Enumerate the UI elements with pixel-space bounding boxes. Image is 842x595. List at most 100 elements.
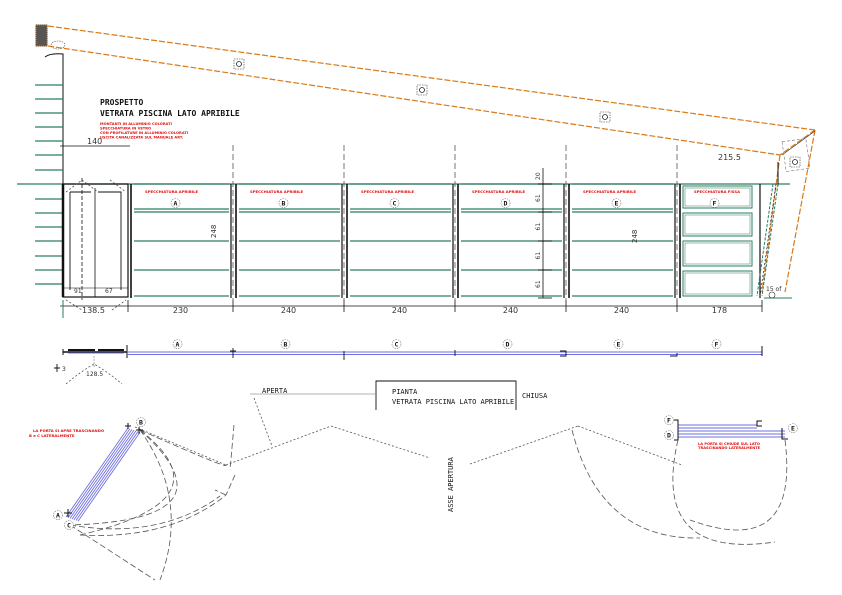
plan-strip-letter: B [280, 339, 291, 349]
plan-letter-b: B [136, 417, 146, 427]
glass-line [71, 429, 135, 520]
plan-strip-letter: A [172, 339, 183, 349]
fixing-icon [789, 156, 801, 168]
plan-subtitle: VETRATA PISCINA LATO APRIBILE [392, 398, 514, 406]
wall-section-hatch [35, 24, 48, 47]
panel-a: SPECCHIATURA APRIBILE A [130, 183, 232, 298]
panel-b: SPECCHIATURA APRIBILE B [235, 183, 343, 298]
panel-width-dim: 240 [281, 306, 296, 315]
panel-c: SPECCHIATURA APRIBILE C [346, 183, 454, 298]
left-note-2: B e C LATERALMENTE [29, 433, 75, 438]
panel-letter-circle: A [170, 198, 181, 208]
glass-line [67, 428, 131, 518]
plan-strip-letter: C [391, 339, 402, 349]
panel-width-dim: 178 [712, 306, 727, 315]
fixing-icon [599, 111, 611, 123]
right-note-1: LA PORTA SI CHIUDE SUL LATO [698, 442, 760, 446]
sloped-post: 15 of [756, 183, 792, 299]
svg-text:B: B [284, 340, 288, 348]
panel-label: SPECCHIATURA APRIBILE [361, 189, 415, 194]
panel-width-dim: 230 [173, 306, 188, 315]
svg-text:D: D [667, 431, 671, 439]
vertical-dim-label: 61 [535, 194, 542, 202]
axis-label: ASSE APERTURA [447, 456, 455, 512]
svg-text:A: A [176, 340, 180, 348]
glass-line [77, 431, 141, 522]
fixing-icon [416, 84, 428, 96]
svg-text:E: E [617, 340, 621, 348]
panel-f: SPECCHIATURA FISSA F [679, 184, 761, 298]
panel-letter-circle: E [611, 198, 622, 208]
elevation-note-4: USCITA CANALIZZATA SUL MANUALE ART. [100, 136, 183, 140]
dimension-140: 140 [60, 137, 130, 147]
svg-text:B: B [282, 199, 286, 207]
vertical-dim-label: 61 [535, 252, 542, 260]
corner-dim-label: 15 of [766, 286, 782, 293]
closed-label: CHIUSA [522, 392, 548, 400]
vertical-dimension-chain: 20 61 61 61 61 [535, 168, 552, 299]
vertical-dim-label: 61 [535, 223, 542, 231]
glass-line [65, 427, 129, 518]
axis-lines [232, 145, 678, 300]
glass-line [75, 431, 139, 521]
plan-letter-d: D [664, 430, 674, 440]
svg-text:F: F [713, 199, 717, 207]
elevation-title: PROSPETTO [100, 98, 144, 107]
plan-strip-letter: F [711, 339, 722, 349]
panel-label: SPECCHIATURA APRIBILE [250, 189, 304, 194]
panel-letter-circle: B [278, 198, 289, 208]
svg-text:A: A [174, 199, 178, 207]
svg-text:E: E [615, 199, 619, 207]
vertical-dim-label: 20 [535, 172, 542, 180]
svg-text:A: A [56, 511, 60, 519]
door-open-plan: LA PORTA SI APRE TRASCINANDO B e C LATER… [29, 417, 236, 581]
dim-140-label: 140 [87, 137, 102, 146]
panel-label: SPECCHIATURA APRIBILE [145, 189, 199, 194]
panel-letter-circle: F [709, 198, 720, 208]
left-wall [17, 53, 790, 290]
vertical-dim-label: 61 [535, 280, 542, 288]
height-dim-label: 248 [631, 230, 639, 243]
elevation-note-1: MONTANTI IN ALLUMINIO COLORATI [100, 122, 172, 126]
panel-width-dim: 240 [503, 306, 518, 315]
svg-text:F: F [667, 416, 671, 424]
height-dim-label: 248 [210, 225, 218, 238]
door-leaf-dim-1: 91 [74, 288, 82, 295]
roof-beam [35, 24, 816, 293]
svg-text:B: B [139, 418, 143, 426]
small-dim-label: 3 [62, 366, 66, 373]
beam-fixing-symbols [50, 40, 816, 172]
glass-line [69, 429, 133, 519]
dim-215-5: 215.5 [718, 153, 741, 162]
svg-text:C: C [393, 199, 397, 207]
panel-label: SPECCHIATURA FISSA [694, 189, 740, 194]
door-elevation: 91 67 [61, 178, 129, 311]
door-closed-plan: LA PORTA SI CHIUDE SUL LATO TRASCINANDO … [571, 415, 798, 545]
opening-path: ASSE APERTURA [134, 397, 683, 512]
svg-text:C: C [67, 521, 71, 529]
plan-letter-a: A [53, 510, 63, 520]
svg-text:C: C [395, 340, 399, 348]
fixing-icon [233, 58, 245, 70]
plan-title-block: PIANTA VETRATA PISCINA LATO APRIBILE CHI… [250, 380, 548, 410]
glass-line [73, 430, 137, 521]
plan-letter-f: F [664, 415, 674, 425]
svg-text:D: D [504, 199, 508, 207]
plan-title: PIANTA [392, 388, 418, 396]
panel-letter-circle: C [389, 198, 400, 208]
fixing-icon [50, 40, 66, 50]
svg-text:F: F [715, 340, 719, 348]
elevation-subtitle: VETRATA PISCINA LATO APRIBILE [100, 109, 240, 118]
door-width-dim: 138.5 [82, 306, 105, 315]
plan-strip-letter: D [502, 339, 513, 349]
door-plan-dim: 128.5 [86, 371, 103, 378]
right-note-2: TRASCINANDO LATERALMENTE [698, 446, 761, 450]
plan-letter-e: E [788, 423, 798, 433]
elevation-note-2: SPECCHIATURA IN VETRO [100, 127, 151, 131]
svg-text:D: D [506, 340, 510, 348]
panel-letter-circle: D [500, 198, 511, 208]
